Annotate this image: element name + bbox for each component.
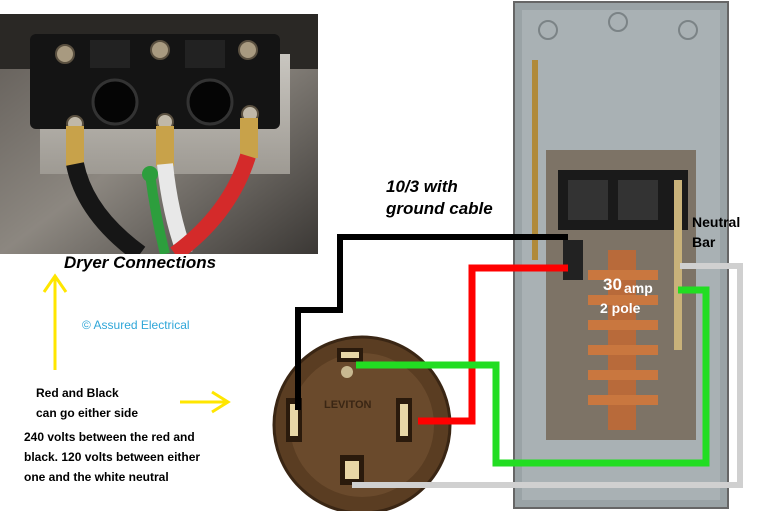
pole-label: 2 pole: [600, 300, 641, 316]
volts-line2: black. 120 volts between either: [24, 450, 201, 464]
red-black-line1: Red and Black: [36, 386, 119, 400]
photo-red-wire: [170, 153, 256, 254]
cable-label: 10/3 with ground cable: [386, 177, 493, 218]
yellow-arrow-up: [42, 273, 68, 370]
terminal-screws: [55, 40, 259, 133]
red-black-line2: can go either side: [36, 406, 139, 420]
volts-line3: one and the white neutral: [24, 470, 169, 484]
photo-green-wire: [145, 173, 170, 254]
dryer-connections-label: Dryer Connections: [64, 253, 217, 272]
ground-bar: [532, 60, 538, 260]
amp-word-label: amp: [624, 280, 653, 296]
receptacle-brand-label: LEVITON: [324, 399, 372, 411]
breaker-30amp: [563, 240, 583, 280]
dryer-terminal-photo: [0, 14, 318, 254]
volts-line1: 240 volts between the red and: [24, 430, 195, 444]
neutral-bar: [674, 180, 682, 350]
neutral-bar-label: Neutral Bar: [692, 214, 741, 250]
dryer-receptacle: LEVITON: [272, 335, 452, 511]
photo-black-wire: [66, 161, 146, 254]
copyright-label: © Assured Electrical: [82, 318, 190, 332]
amp-number-label: 30: [603, 275, 622, 294]
breaker-panel: [513, 1, 729, 509]
yellow-arrow-right: [180, 390, 231, 414]
